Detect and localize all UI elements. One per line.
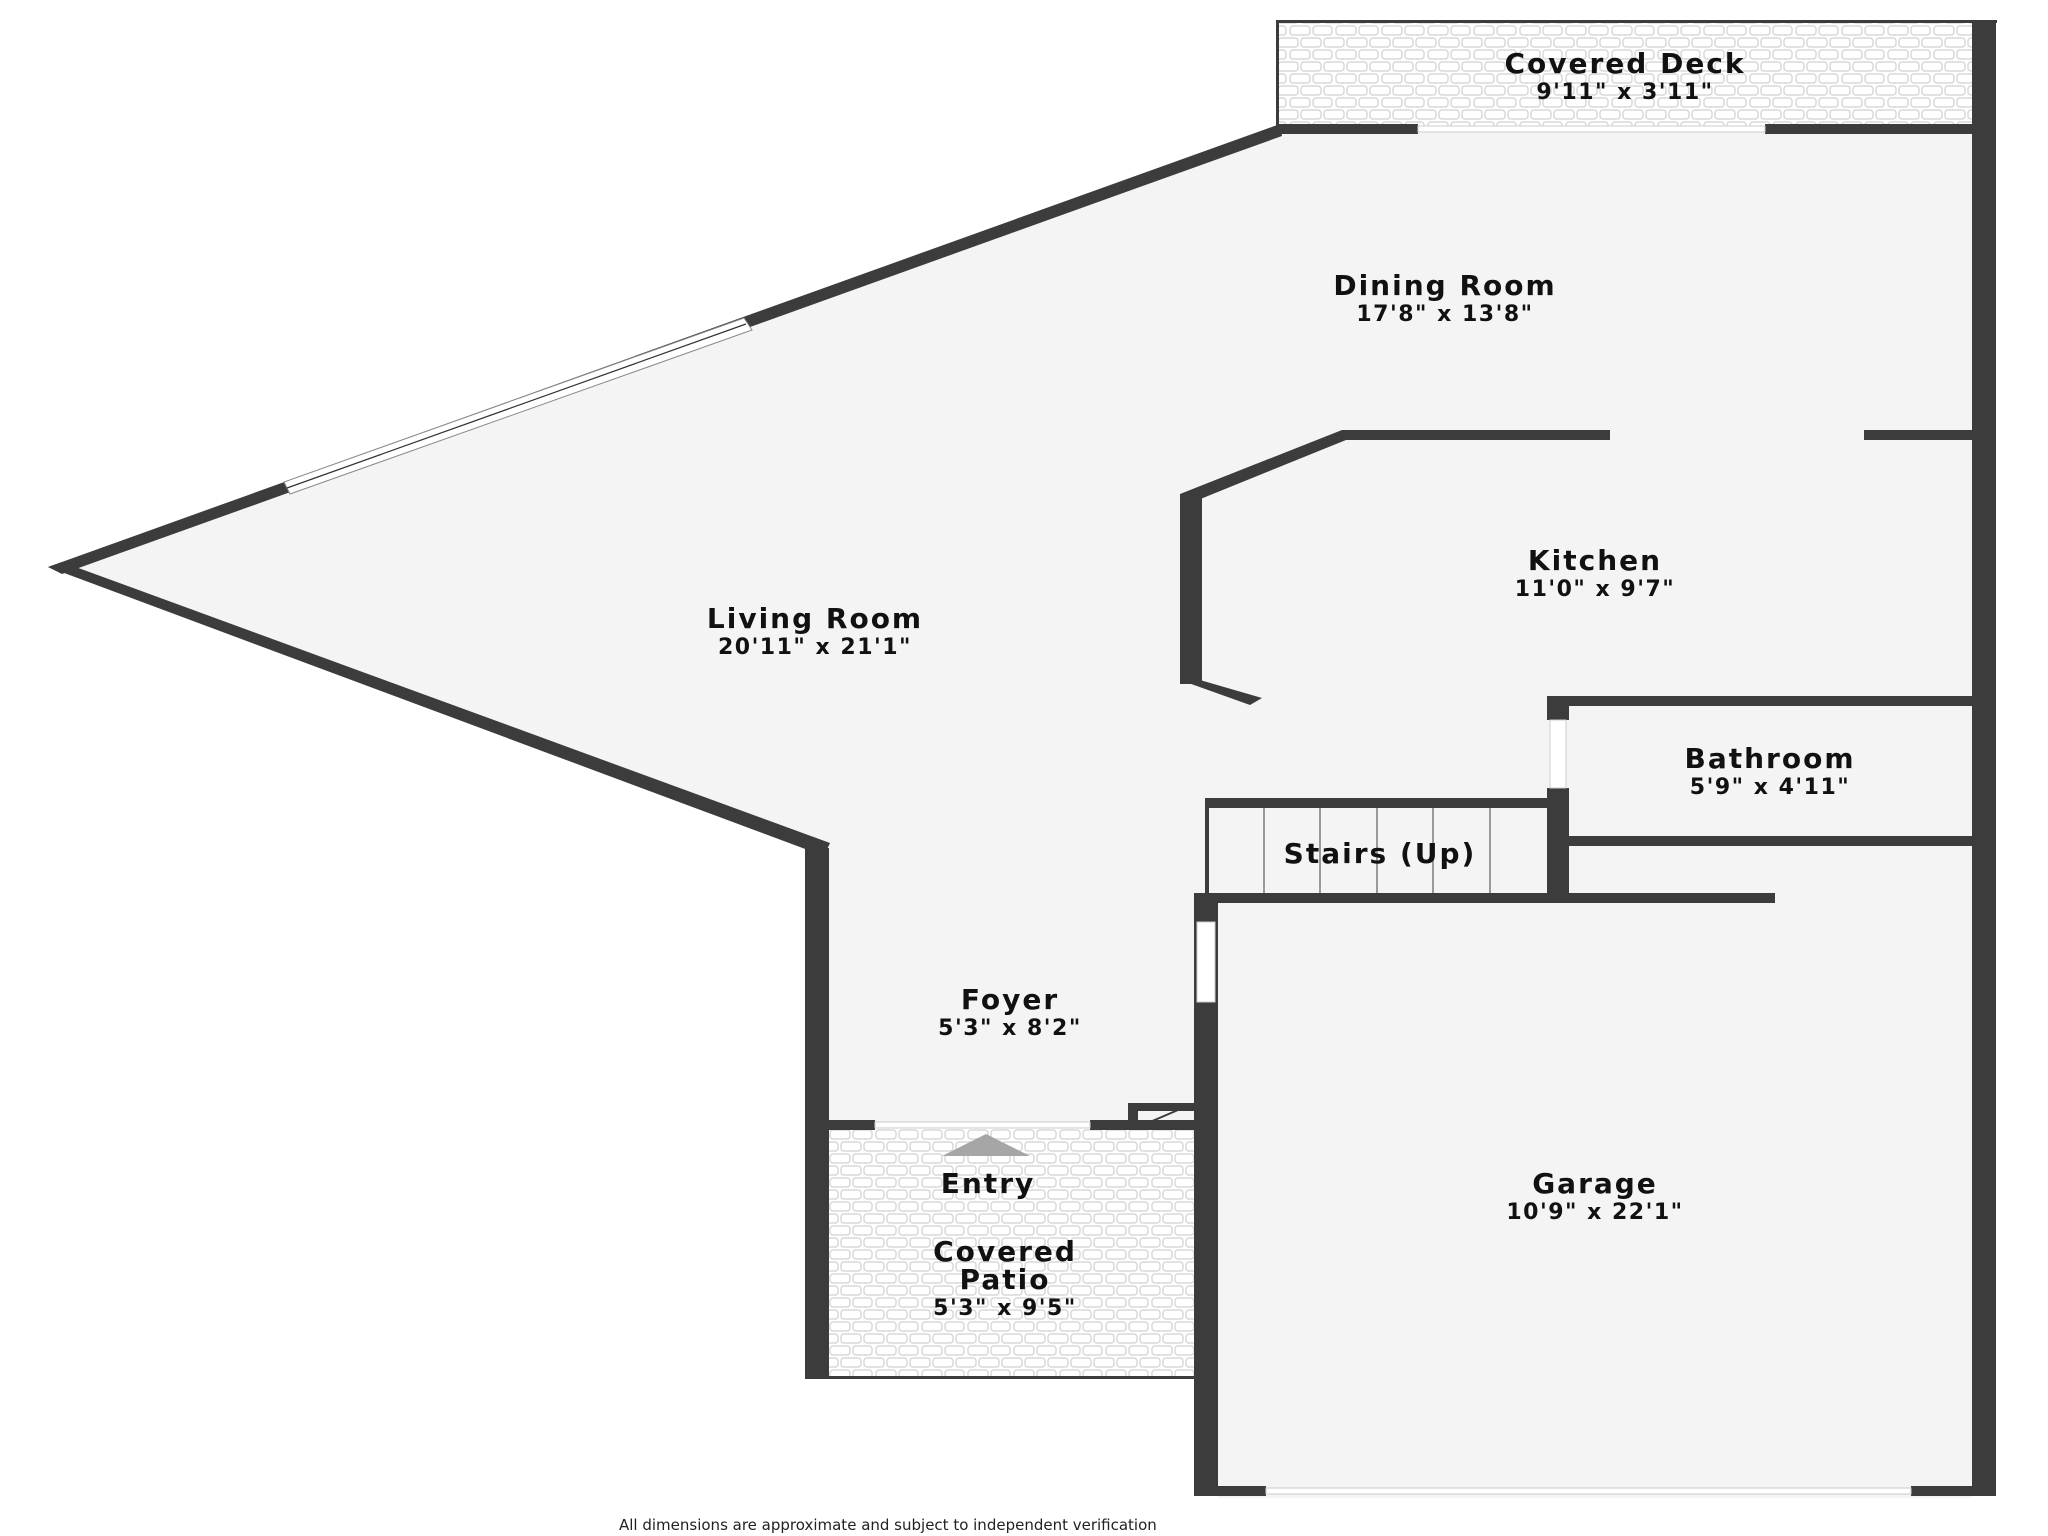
deck-top-edge [1277, 20, 1997, 23]
room-label-covered-patio: Covered Patio 5'3" x 9'5" [933, 1238, 1077, 1320]
closet-block [1128, 1103, 1198, 1111]
patio-south-edge [805, 1376, 1195, 1379]
room-name: Living Room [706, 602, 924, 635]
kitchen-diagonal-wall-lower [1180, 680, 1262, 705]
room-dimensions: 5'3" x 8'2" [938, 1016, 1082, 1041]
covered-patio-floor [828, 1128, 1195, 1378]
bathroom-south-wall [1547, 836, 1975, 846]
entry-label: Entry [941, 1170, 1036, 1198]
foyer-west-wall [805, 848, 829, 1378]
room-name: Foyer [960, 983, 1060, 1016]
room-name: Stairs (Up) [1283, 837, 1477, 870]
room-label-dining-room: Dining Room 17'8" x 13'8" [1333, 272, 1556, 326]
bathroom-west-wall-bottom [1547, 788, 1569, 898]
room-label-stairs: Stairs (Up) [1284, 840, 1477, 868]
closet-door-swing [1149, 1109, 1179, 1123]
room-dimensions: 10'9" x 22'1" [1506, 1200, 1684, 1225]
garage-south-wall-left [1194, 1486, 1266, 1496]
room-dimensions: 11'0" x 9'7" [1514, 577, 1676, 602]
stair-treads [1263, 808, 1491, 893]
southwest-diagonal-wall [48, 562, 830, 856]
deck-sliding-door [1417, 125, 1766, 133]
room-label-garage: Garage 10'9" x 22'1" [1506, 1170, 1683, 1224]
garage-floor-upper [1218, 898, 1972, 1498]
entry-text: Entry [940, 1167, 1036, 1200]
main-floor [62, 132, 1972, 1122]
room-name: Covered Deck [1504, 47, 1746, 80]
living-room-window [283, 317, 753, 495]
bathroom-west-wall-top [1547, 696, 1569, 720]
stairs-south-garage-north-wall [1194, 893, 1775, 903]
dining-north-wall-left [1276, 124, 1418, 134]
room-label-covered-deck: Covered Deck 9'11" x 3'11" [1504, 50, 1745, 104]
disclaimer-note: All dimensions are approximate and subje… [619, 1516, 1157, 1534]
room-label-foyer: Foyer 5'3" x 8'2" [938, 986, 1082, 1040]
room-dimensions: 17'8" x 13'8" [1356, 302, 1534, 327]
closet-side [1128, 1103, 1138, 1127]
room-label-kitchen: Kitchen 11'0" x 9'7" [1515, 547, 1675, 601]
foyer-south-wall-right [1090, 1120, 1218, 1130]
room-name: Garage [1532, 1167, 1658, 1200]
room-dimensions: 9'11" x 3'11" [1536, 80, 1714, 105]
garage-side-door [1196, 921, 1216, 1003]
dining-north-wall-right [1765, 124, 1987, 134]
room-name: Kitchen [1527, 544, 1663, 577]
garage-south-wall-right [1911, 1486, 1996, 1496]
kitchen-north-wall-right [1864, 430, 1974, 440]
room-dimensions: 5'9" x 4'11" [1689, 775, 1851, 800]
stairs-west-wall [1205, 798, 1209, 896]
stairs-north-wall [1205, 798, 1551, 808]
room-dimensions: 5'3" x 9'5" [933, 1296, 1077, 1321]
east-exterior-wall [1972, 20, 1996, 1496]
deck-left-edge [1276, 20, 1279, 132]
entry-arrow-icon [942, 1134, 1030, 1156]
kitchen-west-wall [1180, 494, 1202, 684]
covered-deck-floor [1278, 22, 1973, 128]
room-name-line1: Covered [933, 1235, 1077, 1268]
room-name-line2: Patio [959, 1263, 1051, 1296]
kitchen-north-wall-left [1342, 430, 1610, 440]
room-label-bathroom: Bathroom 5'9" x 4'11" [1684, 745, 1855, 799]
room-name: Dining Room [1333, 269, 1557, 302]
bathroom-north-wall [1547, 696, 1975, 706]
room-label-living-room: Living Room 20'11" x 21'1" [707, 605, 923, 659]
bathroom-floor [1570, 708, 1972, 838]
bathroom-door [1549, 719, 1567, 789]
room-name: Bathroom [1684, 742, 1856, 775]
garage-door [1265, 1487, 1912, 1495]
room-dimensions: 20'11" x 21'1" [717, 635, 913, 660]
kitchen-diagonal-wall-upper [1180, 430, 1346, 500]
entry-door [874, 1121, 1091, 1129]
foyer-south-wall-left [805, 1120, 875, 1130]
